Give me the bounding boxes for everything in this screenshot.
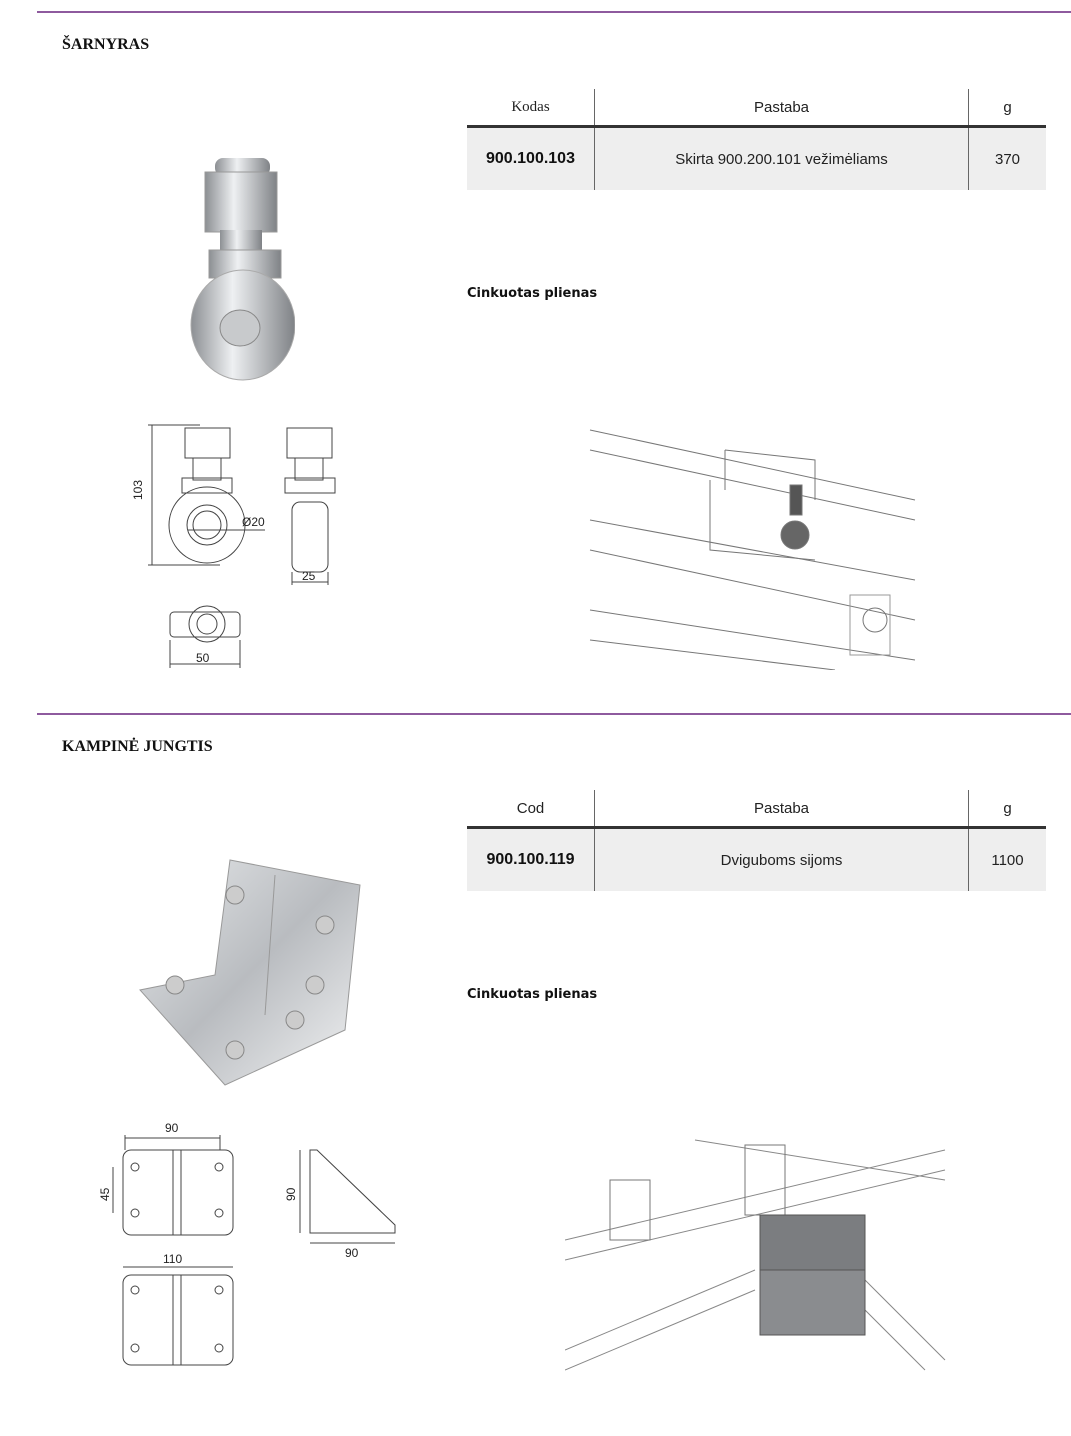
spec-table: Kodas Pastaba g 900.100.103 Skirta 900.2… bbox=[467, 89, 1046, 190]
product-code: 900.100.103 bbox=[467, 126, 595, 190]
hinge-product-image bbox=[190, 158, 295, 381]
corner-bracket-product-image bbox=[139, 859, 361, 1086]
col-header-note: Pastaba bbox=[594, 89, 969, 128]
dim-side-width: 90 bbox=[345, 1246, 359, 1260]
col-header-weight: g bbox=[968, 89, 1046, 128]
section-title: KAMPINĖ JUNGTIS bbox=[62, 738, 213, 755]
corner-bracket-installation-image bbox=[565, 1139, 946, 1371]
corner-bracket-technical-drawing: 90 45 90 90 110 bbox=[98, 1121, 396, 1366]
hinge-technical-drawing: 103 Ø20 25 50 bbox=[131, 424, 336, 668]
material-label: Cinkuotas plienas bbox=[467, 987, 598, 1002]
table-row: 900.100.119 Dviguboms sijoms 1100 bbox=[467, 827, 1046, 891]
product-code: 900.100.119 bbox=[467, 827, 595, 891]
hinge-installation-image bbox=[589, 429, 916, 670]
col-header-code: Kodas bbox=[467, 89, 595, 128]
dim-top-width: 90 bbox=[165, 1121, 179, 1135]
spec-table: Cod Pastaba g 900.100.119 Dviguboms sijo… bbox=[467, 790, 1046, 891]
dim-bottom-width: 110 bbox=[163, 1252, 182, 1266]
product-note: Skirta 900.200.101 vežimėliams bbox=[594, 126, 969, 190]
product-weight: 370 bbox=[968, 126, 1046, 190]
dim-height: 103 bbox=[131, 480, 145, 500]
col-header-code: Cod bbox=[467, 790, 595, 829]
section-divider bbox=[37, 713, 1071, 715]
section-divider bbox=[37, 11, 1071, 13]
product-weight: 1100 bbox=[968, 827, 1046, 891]
table-row: 900.100.103 Skirta 900.200.101 vežimėlia… bbox=[467, 126, 1046, 190]
dim-length: 50 bbox=[196, 651, 210, 665]
dim-width: 25 bbox=[302, 569, 316, 583]
col-header-weight: g bbox=[968, 790, 1046, 829]
col-header-note: Pastaba bbox=[594, 790, 969, 829]
dim-side-height: 90 bbox=[284, 1187, 298, 1201]
material-label: Cinkuotas plienas bbox=[467, 286, 598, 301]
section-title: ŠARNYRAS bbox=[62, 36, 150, 53]
dim-hole-spacing: 45 bbox=[98, 1187, 112, 1201]
dim-diameter: Ø20 bbox=[242, 515, 265, 529]
product-note: Dviguboms sijoms bbox=[594, 827, 969, 891]
